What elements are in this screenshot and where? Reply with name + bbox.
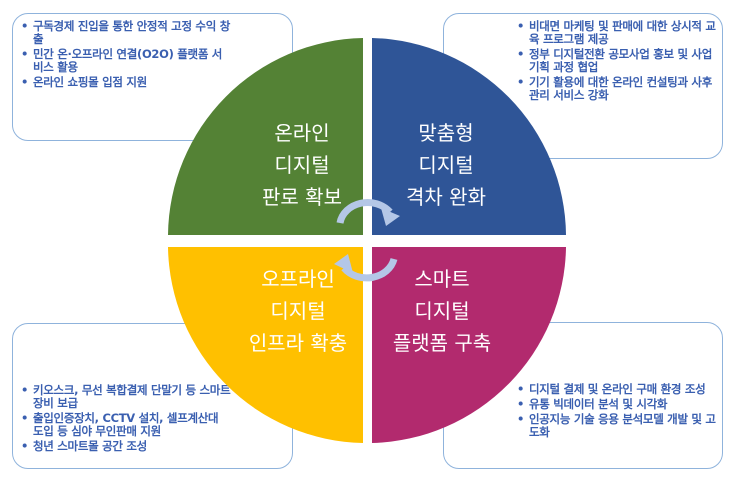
box-top-left: 구독경제 진입을 통한 안정적 고정 수익 창출 민간 온·오프라인 연결(O2…	[12, 13, 293, 141]
list-item: 온라인 쇼핑몰 입점 지원	[21, 76, 231, 90]
smart-line-3: 플랫폼 구축	[393, 331, 491, 355]
tailored-line-1: 맞춤형	[418, 121, 473, 145]
quadrant-labels: 온라인 디지털 판로 확보 맞춤형 디지털 격차 완화 오프라인 디지털 인프라…	[249, 121, 491, 355]
quadrant-smart	[372, 247, 566, 443]
cycle-arrows-icon	[334, 199, 400, 282]
list-item: 인공지능 기술 응용 분석모델 개발 및 고도화	[517, 413, 722, 439]
online-line-1: 온라인	[274, 121, 329, 145]
smart-line-1: 스마트	[414, 267, 469, 291]
list-item: 구독경제 진입을 통한 안정적 고정 수익 창출	[21, 20, 231, 46]
list-item: 출입인증장치, CCTV 설치, 셀프계산대 도입 등 심야 무인판매 지원	[21, 412, 231, 438]
list-item: 민간 온·오프라인 연결(O2O) 플랫폼 서비스 활용	[21, 48, 231, 74]
offline-line-1: 오프라인	[261, 267, 335, 291]
smart-line-2: 디지털	[414, 299, 469, 323]
list-item: 키오스크, 무선 복합결제 단말기 등 스마트 장비 보급	[21, 384, 231, 410]
offline-line-2: 디지털	[270, 299, 325, 323]
quadrant-offline	[168, 247, 363, 443]
tailored-line-3: 격차 완화	[406, 185, 486, 209]
list-item: 정부 디지털전환 공모사업 홍보 및 사업기획 과정 협업	[517, 48, 722, 74]
list-item: 기기 활용에 대한 온라인 컨설팅과 사후관리 서비스 강화	[517, 76, 722, 102]
list-item: 유통 빅데이터 분석 및 시각화	[517, 398, 722, 412]
quadrant-online	[168, 38, 363, 235]
list-item: 청년 스마트몰 공간 조성	[21, 440, 231, 454]
tailored-line-2: 디지털	[418, 153, 473, 177]
online-line-3: 판로 확보	[262, 185, 342, 209]
list-item: 비대면 마케팅 및 판매에 대한 상시적 교육 프로그램 제공	[517, 20, 722, 46]
online-line-2: 디지털	[274, 153, 329, 177]
quadrant-tailored	[372, 38, 566, 235]
list-item: 디지털 결제 및 온라인 구매 환경 조성	[517, 383, 722, 397]
offline-line-3: 인프라 확충	[249, 331, 347, 355]
